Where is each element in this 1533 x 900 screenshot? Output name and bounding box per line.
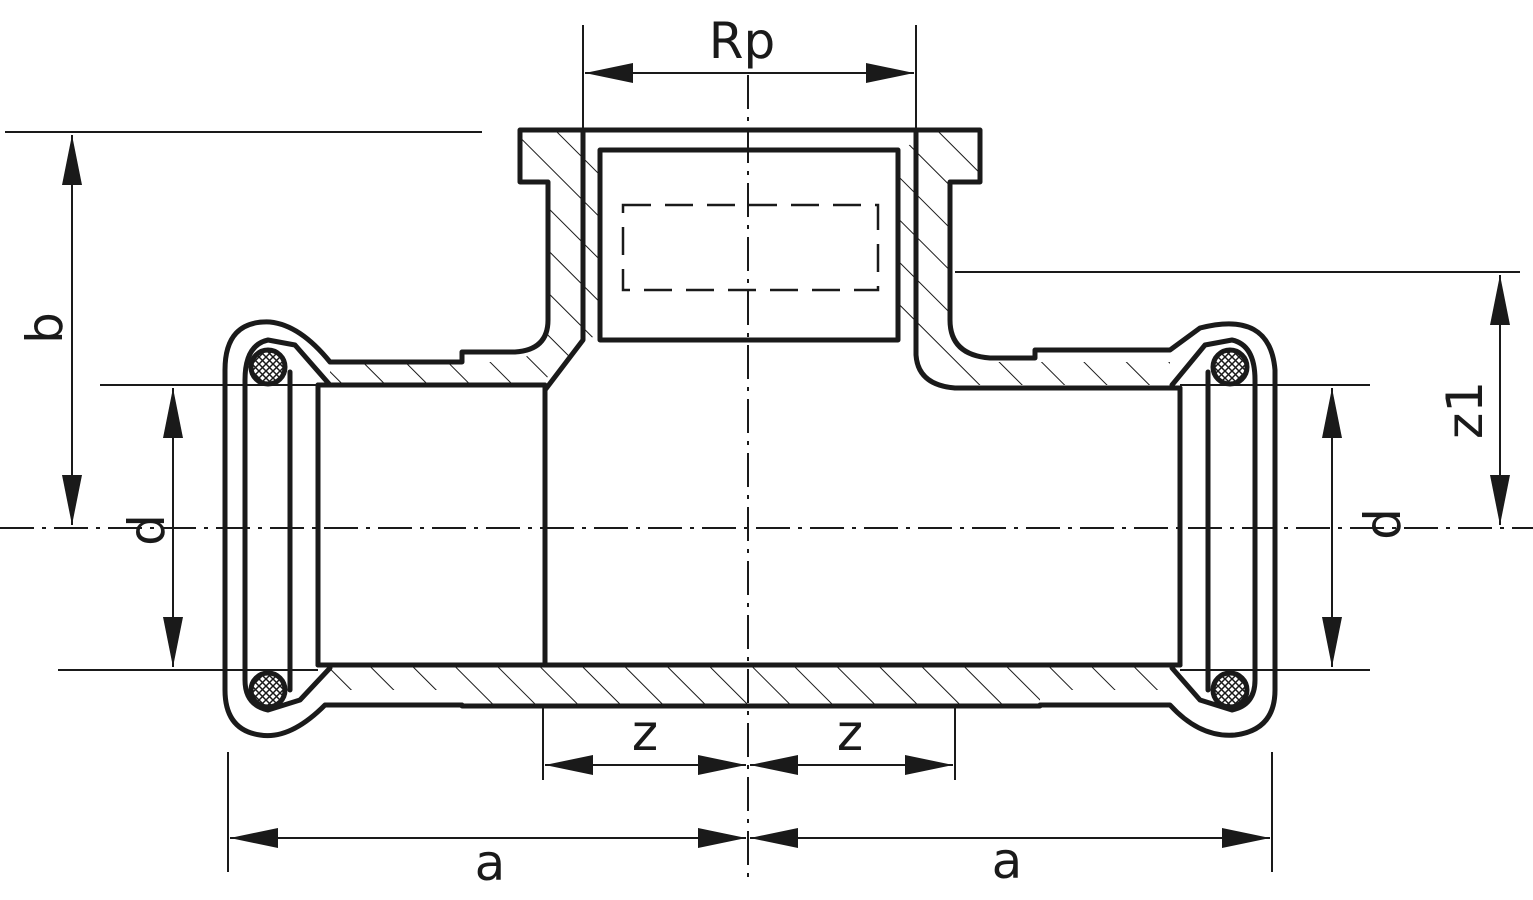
branch-wall-right xyxy=(912,132,1170,385)
arrow-z1-bottom xyxy=(1490,475,1510,525)
thread-zone-right xyxy=(898,142,916,340)
o-ring-bottom-right xyxy=(1210,670,1250,710)
arrow-b-top xyxy=(62,135,82,185)
arrow-z1-top xyxy=(1490,275,1510,325)
label-b: b xyxy=(16,312,74,344)
o-ring-top-left xyxy=(248,347,288,387)
ferrule-left xyxy=(242,337,333,713)
arrow-a-right-a xyxy=(750,828,798,848)
arrow-d-right-top xyxy=(1322,388,1342,438)
arrow-b-bottom xyxy=(62,475,82,525)
o-rings xyxy=(248,347,1250,710)
arrow-a-right-b xyxy=(1222,828,1270,848)
branch-wall-left xyxy=(330,132,583,385)
arrow-z-left-a xyxy=(545,755,593,775)
outer-contour-top xyxy=(222,127,1278,739)
arrow-rp-right xyxy=(866,63,914,83)
dimension-labels: Rp b d d z1 z z a a xyxy=(16,12,1494,892)
hidden-thread xyxy=(621,203,880,292)
arrow-rp-left xyxy=(585,63,633,83)
label-d-right: d xyxy=(1354,508,1412,540)
label-z1: z1 xyxy=(1436,381,1494,439)
label-d-left: d xyxy=(118,514,176,546)
o-ring-bottom-left xyxy=(248,670,288,710)
label-z-left: z xyxy=(632,704,658,762)
label-a-right: a xyxy=(992,832,1023,890)
branch-bore xyxy=(597,147,901,343)
run-bore-top-right xyxy=(952,385,1183,668)
arrow-a-left-b xyxy=(698,828,746,848)
hatched-walls xyxy=(320,132,1175,706)
label-a-left: a xyxy=(475,834,506,892)
dimension-lines xyxy=(62,63,1510,848)
o-ring-top-right xyxy=(1210,347,1250,387)
arrow-a-left-a xyxy=(230,828,278,848)
arrow-z-right-a xyxy=(750,755,798,775)
arrow-z-right-b xyxy=(905,755,953,775)
label-rp: Rp xyxy=(709,12,775,70)
thread-zone-left xyxy=(583,142,600,340)
arrow-z-left-b xyxy=(698,755,746,775)
tee-body-outline xyxy=(222,127,1278,739)
thread-line-left xyxy=(542,129,586,393)
run-bore-top-left xyxy=(315,382,548,668)
ferrule-right xyxy=(1169,337,1258,713)
arrow-d-left-bottom xyxy=(163,617,183,667)
centerlines xyxy=(0,75,1533,880)
arrow-d-left-top xyxy=(163,388,183,438)
thread-line-right xyxy=(913,129,958,391)
label-z-right: z xyxy=(837,704,863,762)
arrow-d-right-bottom xyxy=(1322,617,1342,667)
extension-lines xyxy=(5,25,1520,872)
